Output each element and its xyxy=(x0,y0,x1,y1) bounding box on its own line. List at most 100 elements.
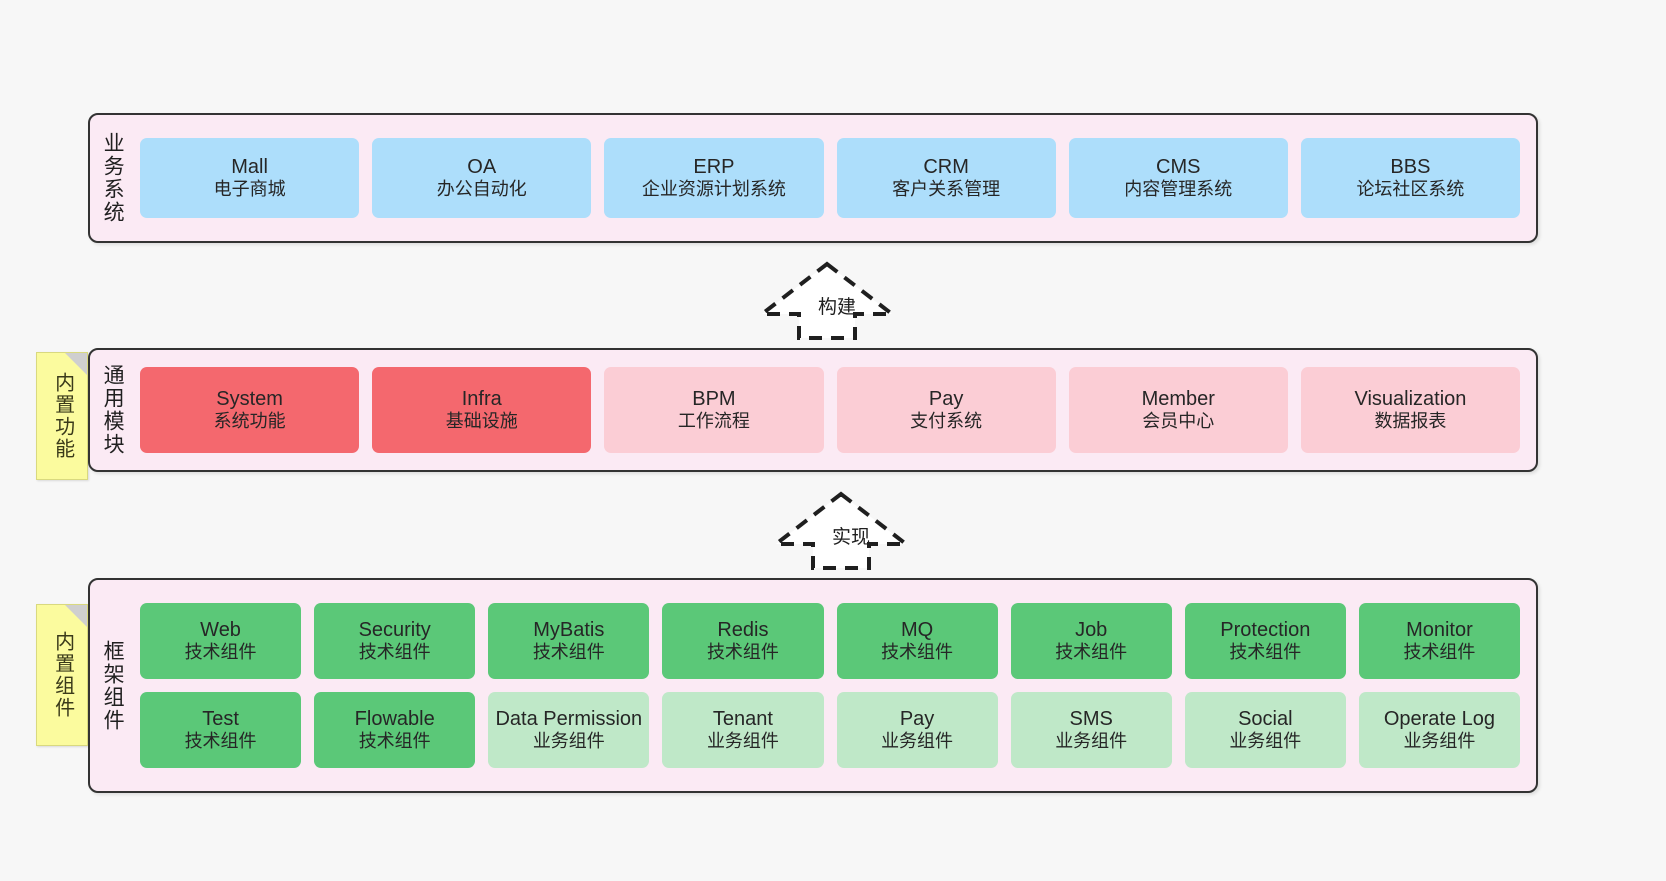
folded-corner-icon xyxy=(65,353,87,375)
card-title: Visualization xyxy=(1354,387,1467,410)
card-web[interactable]: Web 技术组件 xyxy=(140,603,302,679)
card-bpm[interactable]: BPM 工作流程 xyxy=(604,367,824,453)
layer-title-business-systems: 业务系统 xyxy=(101,132,125,224)
card-title: CRM xyxy=(923,155,969,178)
card-title: Infra xyxy=(461,387,502,410)
card-job[interactable]: Job 技术组件 xyxy=(1010,603,1172,679)
card-operate-log[interactable]: Operate Log 业务组件 xyxy=(1358,692,1520,768)
sticky-note-label: 内置组件 xyxy=(51,631,74,719)
card-title: MQ xyxy=(900,618,934,641)
layer-body-framework-components: Web 技术组件 Security 技术组件 MyBatis 技术组件 Redi… xyxy=(134,580,1536,791)
framework-components-row-2: Test 技术组件 Flowable 技术组件 Data Permission … xyxy=(140,692,1520,768)
card-title: Social xyxy=(1238,707,1293,730)
card-subtitle: 技术组件 xyxy=(1229,642,1302,663)
card-subtitle: 电子商城 xyxy=(213,179,286,200)
layer-business-systems: 业务系统 Mall 电子商城 OA 办公自动化 ERP 企业资源计划系统 CRM xyxy=(88,113,1538,243)
folded-corner-icon xyxy=(65,605,87,627)
card-title: System xyxy=(216,387,283,410)
card-subtitle: 技术组件 xyxy=(184,642,257,663)
card-title: Mall xyxy=(231,155,268,178)
connector-implement-label: 实现 xyxy=(832,527,871,548)
card-title: Pay xyxy=(928,387,964,410)
card-cms[interactable]: CMS 内容管理系统 xyxy=(1068,138,1288,218)
card-subtitle: 技术组件 xyxy=(1055,642,1128,663)
card-subtitle: 企业资源计划系统 xyxy=(641,179,786,200)
card-sms[interactable]: SMS 业务组件 xyxy=(1010,692,1172,768)
layer-common-modules: 通用模块 System 系统功能 Infra 基础设施 BPM 工作流程 Pay xyxy=(88,348,1538,472)
card-test[interactable]: Test 技术组件 xyxy=(140,692,302,768)
card-title: BPM xyxy=(692,387,736,410)
card-title: Security xyxy=(358,618,431,641)
layer-title-framework-components: 框架组件 xyxy=(101,639,125,732)
card-subtitle: 技术组件 xyxy=(706,642,779,663)
sticky-note-label: 内置功能 xyxy=(51,372,74,460)
card-title: Tenant xyxy=(712,707,773,730)
card-subtitle: 技术组件 xyxy=(1403,642,1476,663)
card-flowable[interactable]: Flowable 技术组件 xyxy=(314,692,476,768)
card-protection[interactable]: Protection 技术组件 xyxy=(1184,603,1346,679)
card-subtitle: 业务组件 xyxy=(1055,731,1128,752)
card-subtitle: 业务组件 xyxy=(881,731,954,752)
card-pay-module[interactable]: Pay 支付系统 xyxy=(836,367,1056,453)
sticky-note-builtin-components: 内置组件 xyxy=(36,604,88,746)
card-erp[interactable]: ERP 企业资源计划系统 xyxy=(604,138,824,218)
card-title: Protection xyxy=(1220,618,1311,641)
card-title: Pay xyxy=(899,707,935,730)
card-data-permission[interactable]: Data Permission 业务组件 xyxy=(488,692,650,768)
card-title: OA xyxy=(467,155,497,178)
card-subtitle: 客户关系管理 xyxy=(892,179,1001,200)
card-subtitle: 工作流程 xyxy=(677,411,750,432)
card-title: Member xyxy=(1141,387,1215,410)
card-subtitle: 会员中心 xyxy=(1142,411,1215,432)
sticky-note-builtin-features: 内置功能 xyxy=(36,352,88,480)
card-title: ERP xyxy=(693,155,735,178)
card-redis[interactable]: Redis 技术组件 xyxy=(662,603,824,679)
card-member[interactable]: Member 会员中心 xyxy=(1068,367,1288,453)
card-tenant[interactable]: Tenant 业务组件 xyxy=(662,692,824,768)
card-title: Test xyxy=(202,707,239,730)
card-bbs[interactable]: BBS 论坛社区系统 xyxy=(1300,138,1521,218)
card-subtitle: 办公自动化 xyxy=(436,179,527,200)
card-mq[interactable]: MQ 技术组件 xyxy=(836,603,998,679)
card-subtitle: 业务组件 xyxy=(532,731,605,752)
card-mall[interactable]: Mall 电子商城 xyxy=(140,138,360,218)
card-social[interactable]: Social 业务组件 xyxy=(1184,692,1346,768)
common-modules-row: System 系统功能 Infra 基础设施 BPM 工作流程 Pay 支付系统… xyxy=(140,367,1521,453)
card-title: CMS xyxy=(1156,155,1201,178)
card-title: Redis xyxy=(717,618,769,641)
card-subtitle: 技术组件 xyxy=(532,642,605,663)
layer-framework-components: 框架组件 Web 技术组件 Security 技术组件 MyBatis 技术组件 xyxy=(88,578,1538,793)
card-title: BBS xyxy=(1390,155,1431,178)
layer-body-business-systems: Mall 电子商城 OA 办公自动化 ERP 企业资源计划系统 CRM 客户关系… xyxy=(134,115,1536,241)
framework-components-row-1: Web 技术组件 Security 技术组件 MyBatis 技术组件 Redi… xyxy=(140,603,1520,679)
card-title: MyBatis xyxy=(533,618,605,641)
card-pay-component[interactable]: Pay 业务组件 xyxy=(836,692,998,768)
card-subtitle: 基础设施 xyxy=(445,411,518,432)
card-mybatis[interactable]: MyBatis 技术组件 xyxy=(488,603,650,679)
card-subtitle: 内容管理系统 xyxy=(1124,179,1233,200)
card-subtitle: 技术组件 xyxy=(184,731,257,752)
card-infra[interactable]: Infra 基础设施 xyxy=(372,367,592,453)
card-title: Job xyxy=(1075,618,1108,641)
card-title: Web xyxy=(200,618,241,641)
card-subtitle: 技术组件 xyxy=(358,731,431,752)
card-monitor[interactable]: Monitor 技术组件 xyxy=(1358,603,1520,679)
card-system[interactable]: System 系统功能 xyxy=(140,367,360,453)
card-security[interactable]: Security 技术组件 xyxy=(314,603,476,679)
card-subtitle: 数据报表 xyxy=(1374,411,1447,432)
card-oa[interactable]: OA 办公自动化 xyxy=(372,138,592,218)
card-visualization[interactable]: Visualization 数据报表 xyxy=(1300,367,1521,453)
card-subtitle: 技术组件 xyxy=(881,642,954,663)
layer-body-common-modules: System 系统功能 Infra 基础设施 BPM 工作流程 Pay 支付系统… xyxy=(134,350,1536,470)
business-systems-row: Mall 电子商城 OA 办公自动化 ERP 企业资源计划系统 CRM 客户关系… xyxy=(140,138,1521,218)
card-crm[interactable]: CRM 客户关系管理 xyxy=(836,138,1056,218)
card-subtitle: 业务组件 xyxy=(1403,731,1476,752)
connector-build-label: 构建 xyxy=(818,297,857,318)
layer-title-common-modules: 通用模块 xyxy=(101,364,125,456)
card-subtitle: 业务组件 xyxy=(1229,731,1302,752)
card-title: SMS xyxy=(1069,707,1113,730)
card-subtitle: 系统功能 xyxy=(213,411,286,432)
card-subtitle: 业务组件 xyxy=(706,731,779,752)
card-subtitle: 技术组件 xyxy=(358,642,431,663)
